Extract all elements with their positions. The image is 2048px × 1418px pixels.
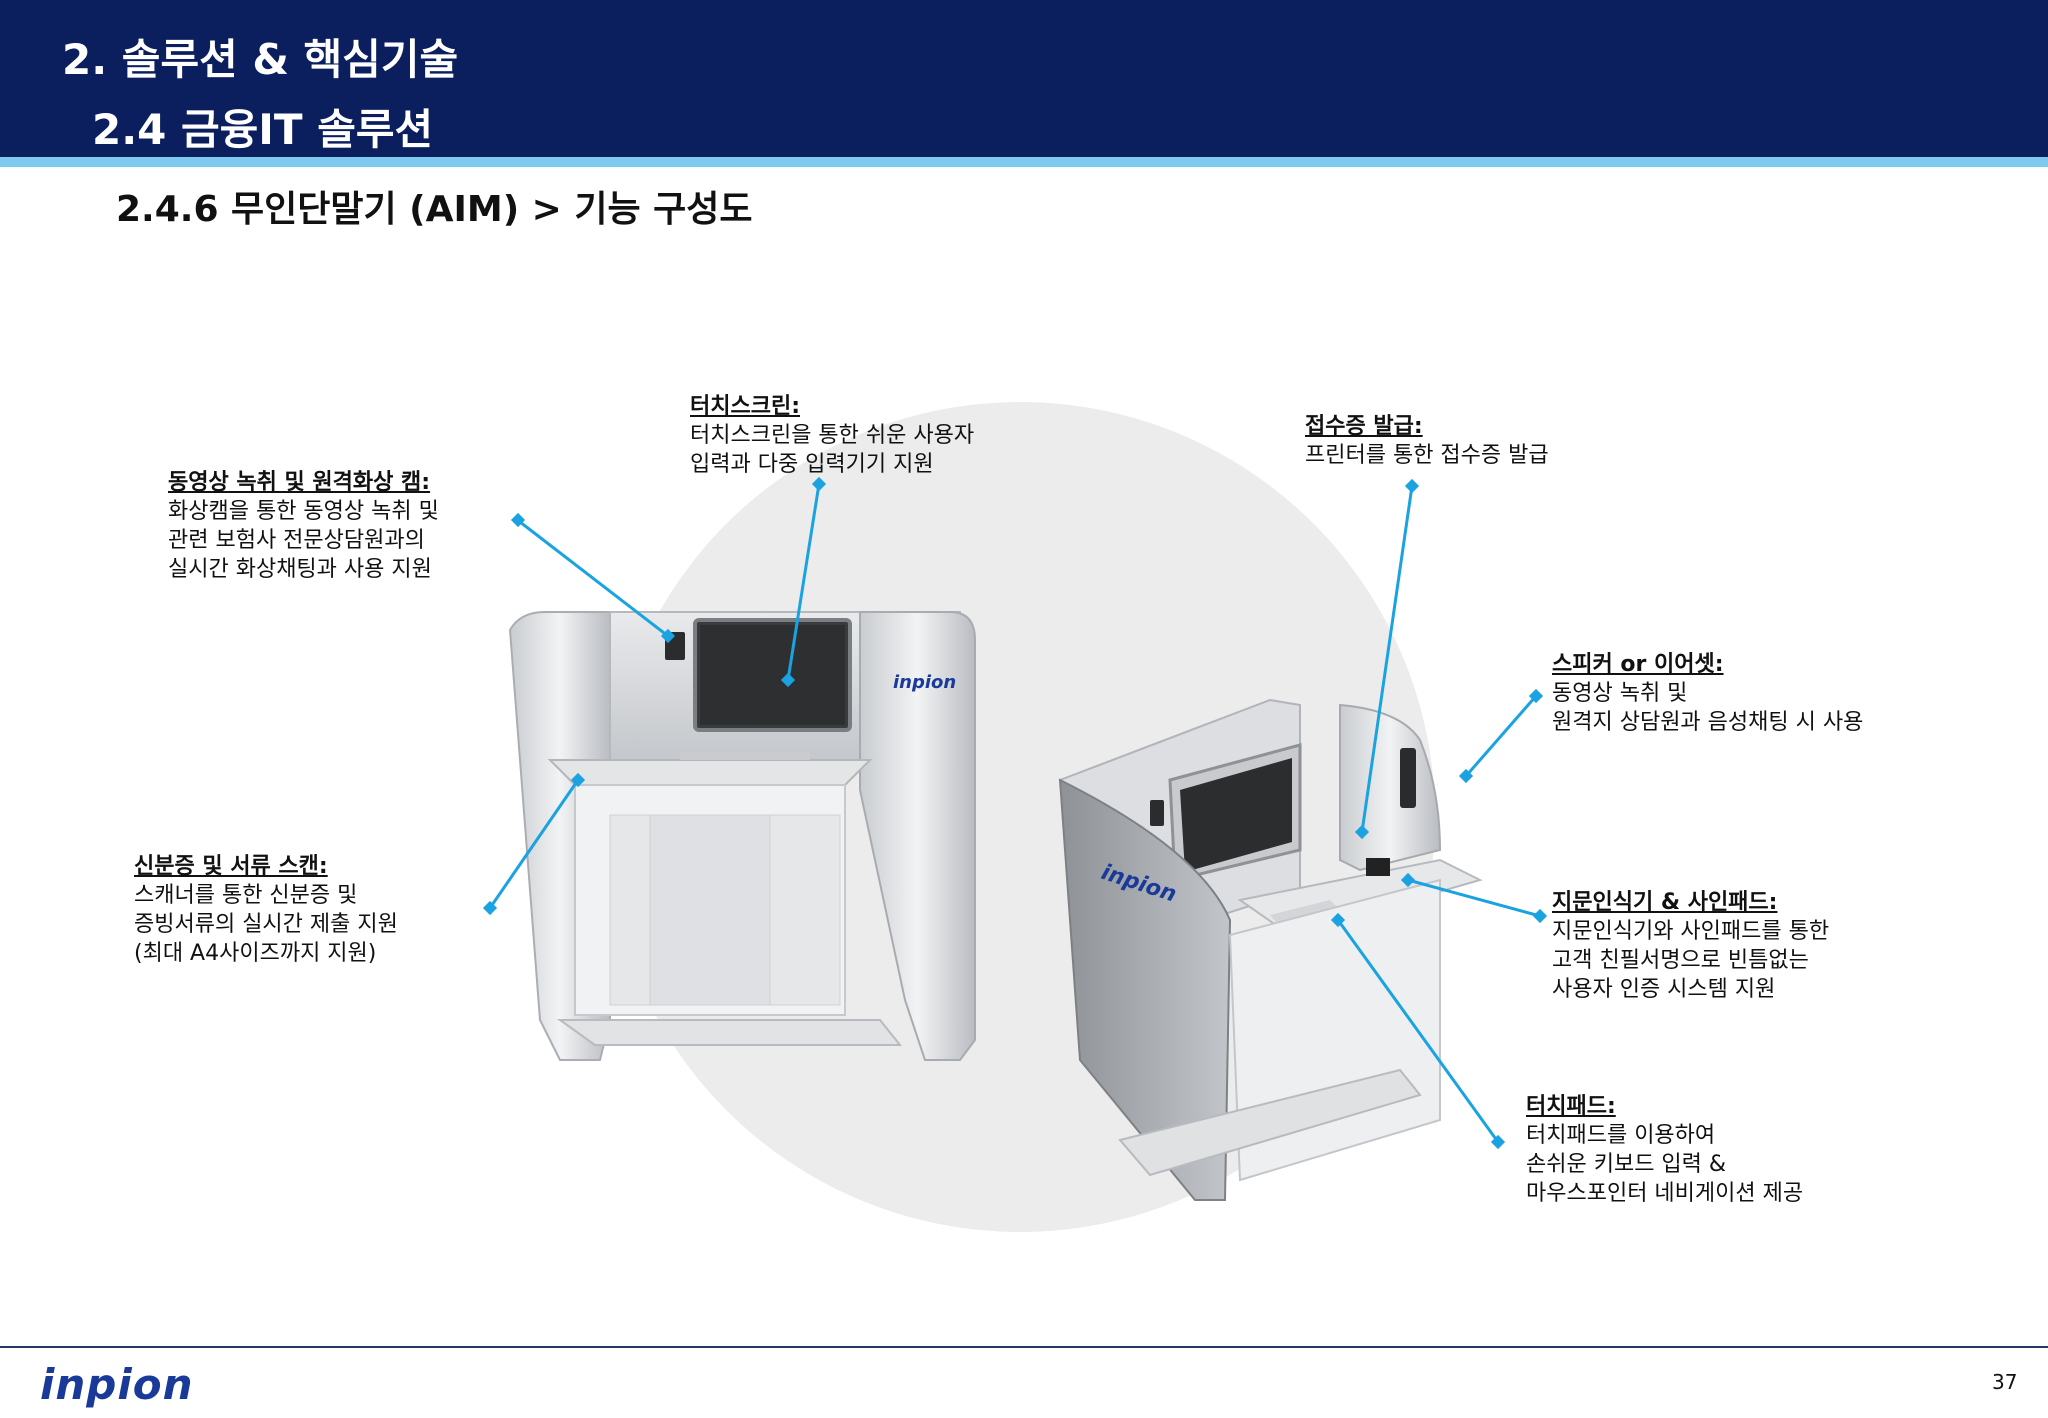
callout-scanner-line: 증빙서류의 실시간 제출 지원 xyxy=(134,912,398,937)
callout-speaker: 스피커 or 이어셋: 동영상 녹취 및 원격지 상담원과 음성채팅 시 사용 xyxy=(1552,650,1863,737)
callout-scanner-line: (최대 A4사이즈까지 지원) xyxy=(134,941,377,966)
callout-touchpad-title: 터치패드: xyxy=(1526,1094,1616,1119)
callout-speaker-title: 스피커 or 이어셋: xyxy=(1552,652,1724,677)
callout-marker-camera-end xyxy=(660,628,676,644)
callout-touchpad-line: 마우스포인터 네비게이션 제공 xyxy=(1526,1181,1804,1206)
callout-marker-receipt-end xyxy=(1354,824,1370,840)
callout-camera: 동영상 녹취 및 원격화상 캠: 화상캠을 통한 동영상 녹취 및 관련 보험사… xyxy=(168,468,439,584)
callout-fingerprint: 지문인식기 & 사인패드: 지문인식기와 사인패드를 통한 고객 친필서명으로 … xyxy=(1552,888,1829,1004)
callout-receipt-line: 프린터를 통한 접수증 발급 xyxy=(1305,443,1549,468)
callout-camera-line: 실시간 화상채팅과 사용 지원 xyxy=(168,557,432,582)
right-kiosk: inpion xyxy=(1058,698,1483,1201)
callout-fingerprint-title: 지문인식기 & 사인패드: xyxy=(1552,890,1778,915)
callout-touchpad-line: 손쉬운 키보드 입력 & xyxy=(1526,1152,1727,1177)
callout-scanner-line: 스캐너를 통한 신분증 및 xyxy=(134,883,358,908)
header-bar xyxy=(0,0,2048,157)
footer-divider xyxy=(0,1346,2048,1348)
page-title: 2. 솔루션 & 핵심기술 xyxy=(62,35,459,84)
callout-marker-touchscreen-start xyxy=(811,476,827,492)
callout-receipt: 접수증 발급: 프린터를 통한 접수증 발급 xyxy=(1305,412,1549,470)
callout-receipt-title: 접수증 발급: xyxy=(1305,414,1423,439)
callout-marker-touchpad-end xyxy=(1330,912,1346,928)
callout-marker-scanner-end xyxy=(570,772,586,788)
callout-fingerprint-line: 고객 친필서명으로 빈틈없는 xyxy=(1552,948,1809,973)
callout-fingerprint-line: 지문인식기와 사인패드를 통한 xyxy=(1552,919,1830,944)
section-title: 2.4.6 무인단말기 (AIM) > 기능 구성도 xyxy=(116,189,753,230)
header-stripe xyxy=(0,157,2048,167)
left-kiosk: inpion xyxy=(508,611,976,1061)
callout-line-camera xyxy=(519,520,669,638)
callout-marker-fingerprint-start xyxy=(1532,908,1548,924)
callout-speaker-line: 원격지 상담원과 음성채팅 시 사용 xyxy=(1552,710,1864,735)
page-subtitle: 2.4 금융IT 솔루션 xyxy=(92,105,434,154)
callout-marker-speaker-end xyxy=(1458,768,1474,784)
callout-marker-touchscreen-end xyxy=(780,672,796,688)
page-number: 37 xyxy=(1992,1370,2018,1394)
callout-marker-receipt-start xyxy=(1404,478,1420,494)
kiosk-logo-left: inpion xyxy=(893,672,956,693)
callout-line-touchpad xyxy=(1336,919,1500,1143)
callout-touchscreen-title: 터치스크린: xyxy=(690,394,800,419)
callout-line-speaker xyxy=(1464,695,1538,777)
callout-speaker-line: 동영상 녹취 및 xyxy=(1552,681,1688,706)
callout-line-scanner xyxy=(488,779,580,909)
callout-line-receipt xyxy=(1360,485,1414,833)
callout-marker-speaker-start xyxy=(1528,688,1544,704)
callout-touchpad-line: 터치패드를 이용하여 xyxy=(1526,1123,1716,1148)
callout-fingerprint-line: 사용자 인증 시스템 지원 xyxy=(1552,977,1776,1002)
callout-line-touchscreen xyxy=(786,483,821,681)
callout-marker-scanner-start xyxy=(482,900,498,916)
callout-touchpad: 터치패드: 터치패드를 이용하여 손쉬운 키보드 입력 & 마우스포인터 네비게… xyxy=(1526,1092,1803,1208)
callout-touchscreen: 터치스크린: 터치스크린을 통한 쉬운 사용자 입력과 다중 입력기기 지원 xyxy=(690,392,974,479)
callout-scanner-title: 신분증 및 서류 스캔: xyxy=(134,854,328,879)
callout-marker-touchpad-start xyxy=(1490,1134,1506,1150)
callout-camera-line: 관련 보험사 전문상담원과의 xyxy=(168,528,425,553)
callout-marker-fingerprint-end xyxy=(1400,872,1416,888)
callout-camera-title: 동영상 녹취 및 원격화상 캠: xyxy=(168,470,431,495)
callout-touchscreen-line: 터치스크린을 통한 쉬운 사용자 xyxy=(690,423,975,448)
callout-marker-camera-start xyxy=(510,512,526,528)
callout-camera-line: 화상캠을 통한 동영상 녹취 및 xyxy=(168,499,439,524)
callout-line-fingerprint xyxy=(1407,878,1541,918)
callout-scanner: 신분증 및 서류 스캔: 스캐너를 통한 신분증 및 증빙서류의 실시간 제출 … xyxy=(134,852,398,968)
callout-touchscreen-line: 입력과 다중 입력기기 지원 xyxy=(690,452,934,477)
footer-logo: inpion xyxy=(40,1360,194,1409)
callout-lines xyxy=(482,476,1548,1150)
